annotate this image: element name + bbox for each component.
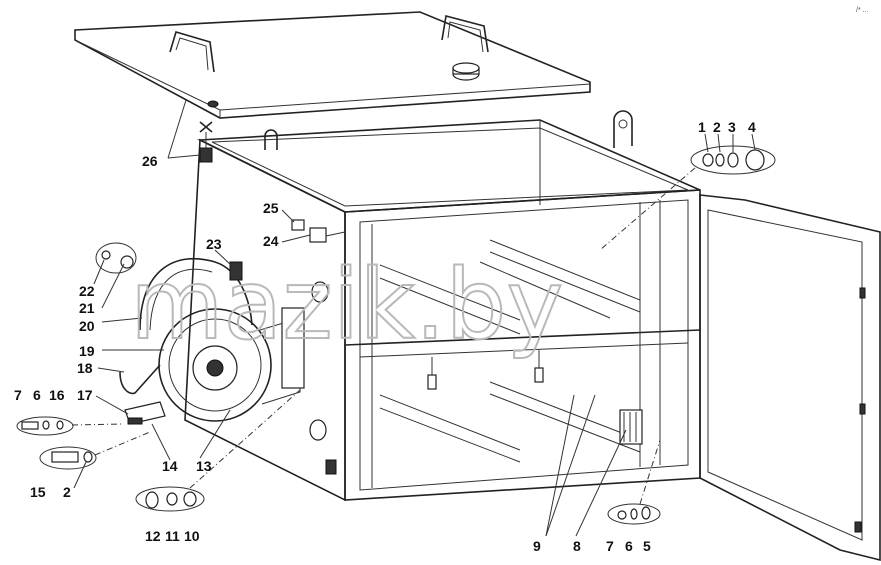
part-label-23: 23 [206,236,222,252]
part-label-9: 9 [533,538,541,554]
fastener-group-top-right [599,145,776,251]
part-label-24: 24 [263,233,279,249]
part-label-7-left: 7 [14,387,22,403]
part-label-22: 22 [79,283,95,299]
fastener-group-bottom-right [607,439,661,525]
part-label-2: 2 [713,119,721,135]
part-label-10: 10 [184,528,200,544]
fastener-group-left [16,416,123,436]
lid-handle-right [441,15,489,53]
part-labels: 1 2 3 4 26 25 24 23 22 21 20 19 18 17 7 … [14,119,756,554]
part-label-8: 8 [573,538,581,554]
part-label-26: 26 [142,153,158,169]
part-label-19: 19 [79,343,95,359]
part-label-7-right: 7 [606,538,614,554]
bracket-assembly [94,401,166,456]
wire-harness [119,364,161,395]
fastener-group-bottom [135,389,301,512]
spring-part-23 [229,261,243,281]
terminal-block [619,409,643,445]
lid [74,11,591,119]
part-label-17: 17 [77,387,93,403]
watermark: mazik.by [130,249,563,361]
part-label-1: 1 [698,119,706,135]
lid-handle-left [169,31,215,73]
part-label-6-left: 6 [33,387,41,403]
part-label-5: 5 [643,538,651,554]
part-label-14: 14 [162,458,178,474]
part-label-2-left: 2 [63,484,71,500]
part-label-11: 11 [165,528,180,544]
part-label-20: 20 [79,318,95,334]
part-label-25: 25 [263,200,279,216]
part-label-12: 12 [145,528,161,544]
fastener-group-15 [39,446,97,470]
part-label-18: 18 [77,360,93,376]
leader-lines [73,99,756,537]
heating-element [139,257,253,331]
part-label-6-right: 6 [625,538,633,554]
connector-24-25 [291,219,346,243]
part-label-16: 16 [49,387,65,403]
corner-mark: /* ... [856,7,869,14]
part-label-21: 21 [79,300,95,316]
part-label-3: 3 [728,119,736,135]
part-label-13: 13 [196,458,212,474]
door [699,194,881,562]
part-label-15: 15 [30,484,46,500]
part-label-4: 4 [748,119,756,135]
